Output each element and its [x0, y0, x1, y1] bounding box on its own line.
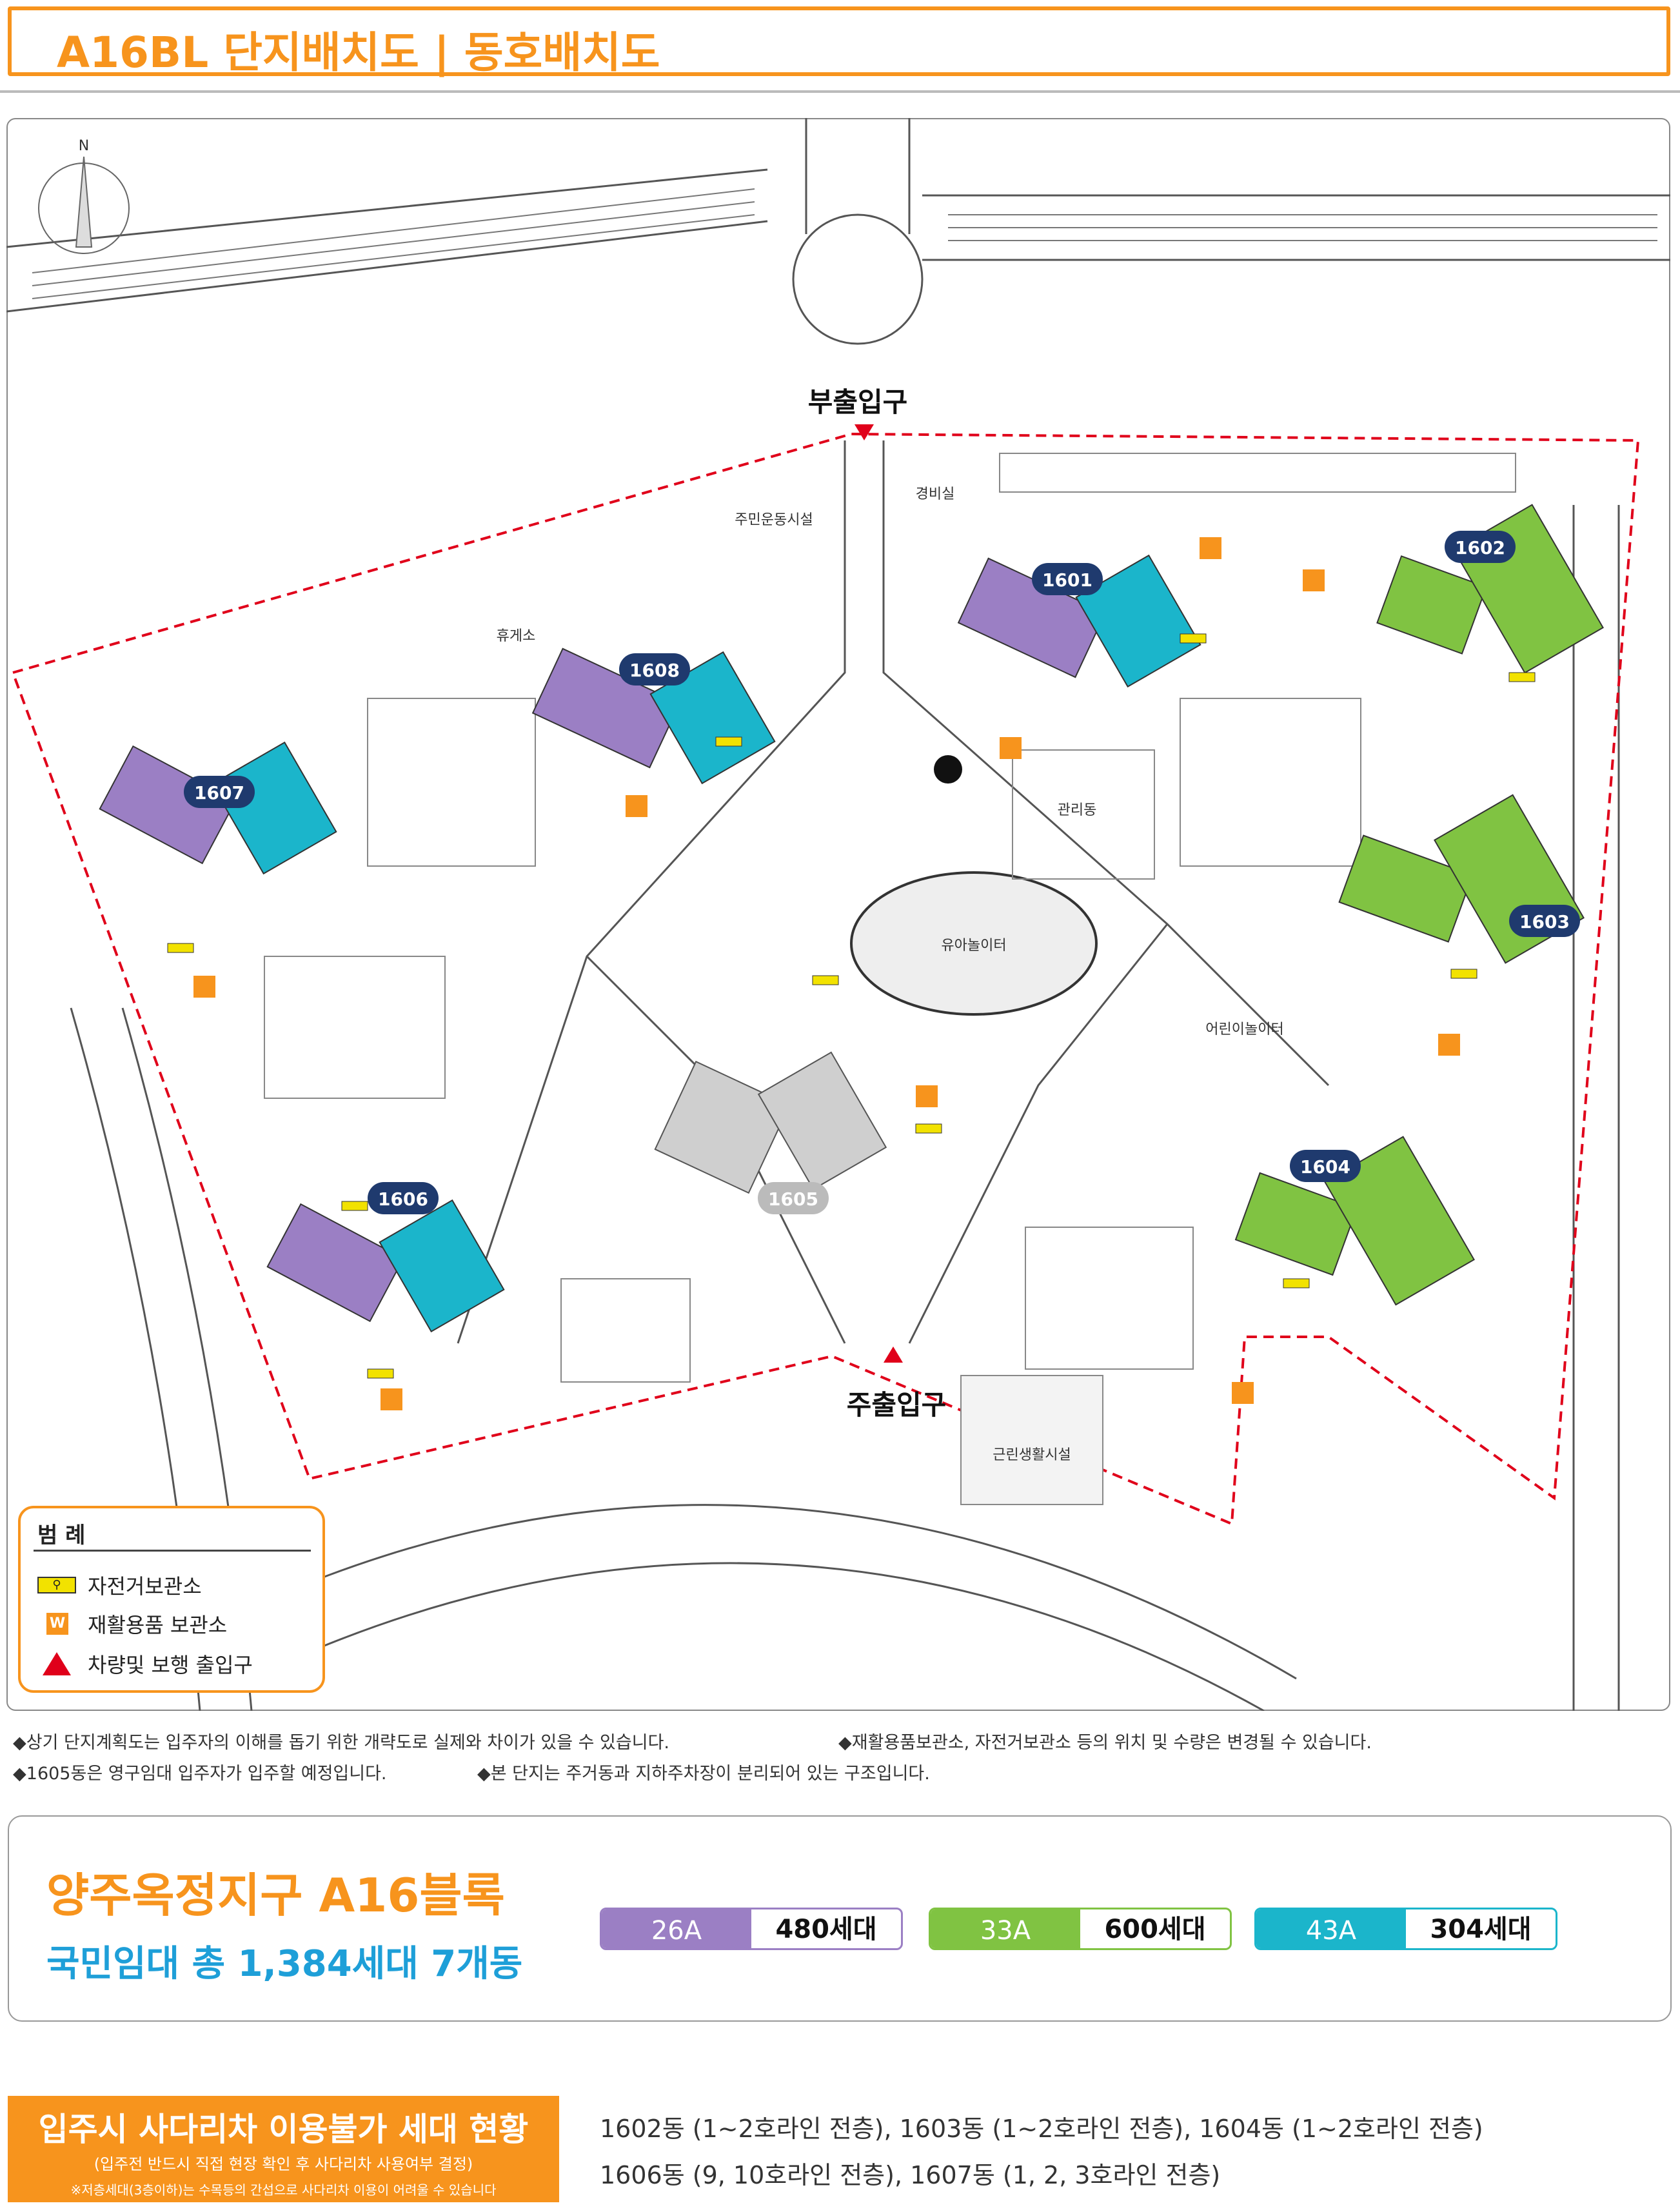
secondary-entrance-marker	[855, 424, 874, 440]
facility-labels: 주민운동시설 휴게소 경비실 유아놀이터 어린이놀이터 근린생활시설 관리동	[497, 486, 1284, 1463]
recycling-storage-markers	[193, 537, 1460, 1410]
facility-neighborhood-shops: 근린생활시설	[993, 1447, 1071, 1463]
label-pill-1608	[619, 653, 690, 686]
main-entrance-label: 주출입구	[847, 1389, 947, 1421]
unit-33a: 33A 600세대	[929, 1908, 1232, 1950]
unit-count-26a: 480세대	[751, 1909, 901, 1948]
building-1603	[1338, 794, 1585, 964]
summary-subtitle: 국민임대 총 1,384세대 7개동	[46, 1943, 523, 1985]
surrounding-roads	[6, 118, 1670, 1711]
building-labels: 1601 1602 1603 1604 1605 1606 1607 1608	[184, 531, 1580, 1214]
label-pill-1605	[758, 1182, 829, 1214]
compass-north-label: N	[79, 138, 89, 154]
building-1604	[1234, 1136, 1475, 1306]
note-3: ◆1605동은 영구임대 입주자가 입주할 예정입니다.	[13, 1764, 387, 1784]
facility-management-building: 관리동	[1058, 802, 1097, 818]
label-pill-1602	[1445, 531, 1516, 563]
facility-kids-playground: 어린이놀이터	[1205, 1021, 1283, 1038]
legend-label-bicycle: 자전거보관소	[88, 1574, 202, 1599]
bicycle-storage-markers	[167, 633, 1536, 1379]
compass-icon: N	[38, 138, 130, 254]
legend-item-bicycle: ⚲ 자전거보관소	[37, 1570, 202, 1600]
building-label-1605: 1605	[768, 1189, 818, 1210]
road-stripes	[32, 188, 1657, 299]
building-1606	[266, 1199, 505, 1333]
recycling-storage-icon: W	[46, 1613, 68, 1635]
ladder-restriction-title: 입주시 사다리차 이용불가 세대 현황	[38, 2111, 529, 2148]
ladder-line-1: 1602동 (1~2호라인 전층), 1603동 (1~2호라인 전층), 16…	[600, 2115, 1483, 2143]
unit-type-33a: 33A	[931, 1909, 1080, 1948]
summary-title: 양주옥정지구 A16블록	[46, 1868, 505, 1922]
building-label-1604: 1604	[1300, 1156, 1350, 1178]
unit-43a: 43A 304세대	[1254, 1908, 1557, 1950]
parking-areas	[264, 453, 1516, 1505]
header-divider	[0, 90, 1680, 93]
central-playground	[850, 871, 1098, 1016]
secondary-entrance-label: 부출입구	[808, 386, 908, 418]
building-label-1608: 1608	[629, 660, 680, 681]
bicycle-storage-icon: ⚲	[37, 1577, 76, 1593]
ladder-line-2: 1606동 (9, 10호라인 전층), 1607동 (1, 2, 3호라인 전…	[600, 2161, 1221, 2189]
unit-type-26a: 26A	[602, 1909, 751, 1948]
ladder-restriction-panel	[8, 2096, 559, 2202]
unit-type-43a: 43A	[1256, 1909, 1406, 1948]
label-pill-1607	[184, 776, 255, 808]
building-1607	[99, 741, 337, 875]
facility-toddler-playground: 유아놀이터	[941, 938, 1006, 954]
label-pill-1604	[1290, 1150, 1361, 1182]
building-label-1603: 1603	[1519, 911, 1570, 932]
building-label-1602: 1602	[1455, 537, 1505, 558]
legend-label-recycle: 재활용품 보관소	[88, 1613, 228, 1637]
building-label-1606: 1606	[378, 1189, 428, 1210]
label-pill-1603	[1509, 905, 1580, 937]
page-title: A16BL 단지배치도 | 동호배치도	[57, 28, 660, 77]
legend-title: 범 례	[37, 1523, 86, 1548]
building-label-1601: 1601	[1042, 569, 1092, 591]
note-1: ◆상기 단지계획도는 입주자의 이해를 돕기 위한 개략도로 실제와 차이가 있…	[13, 1733, 669, 1753]
page-header: A16BL 단지배치도 | 동호배치도	[8, 6, 1670, 77]
note-4: ◆본 단지는 주거동과 지하주차장이 분리되어 있는 구조입니다.	[477, 1764, 930, 1784]
unit-26a: 26A 480세대	[600, 1908, 903, 1950]
summary-panel	[8, 1815, 1672, 2022]
site-plan-map: 1601 1602 1603 1604 1605 1606 1607 1608 …	[6, 118, 1670, 1711]
site-plan-frame	[6, 118, 1670, 1711]
facility-rest-area-1: 휴게소	[497, 628, 536, 644]
building-1605	[654, 1051, 887, 1194]
main-entrance-marker	[884, 1347, 903, 1363]
label-pill-1601	[1032, 563, 1103, 595]
map-legend: 범 례 ⚲ 자전거보관소 W 재활용품 보관소 차량및 보행 출입구	[18, 1506, 325, 1693]
legend-divider	[34, 1550, 311, 1552]
building-label-1607: 1607	[194, 782, 244, 804]
site-boundary	[11, 432, 1640, 1526]
note-2: ◆재활용품보관소, 자전거보관소 등의 위치 및 수량은 변경될 수 있습니다.	[838, 1733, 1372, 1753]
ladder-restriction-note: ※저층세대(3층이하)는 수목등의 간섭으로 사다리차 이용이 어려울 수 있습…	[70, 2182, 497, 2198]
legend-label-entrance: 차량및 보행 출입구	[88, 1653, 253, 1677]
intersection	[792, 213, 924, 345]
entrance-triangle-icon	[43, 1652, 71, 1675]
central-fountain-icon	[934, 755, 962, 784]
ladder-restriction-subtitle: (입주전 반드시 직접 현장 확인 후 사다리차 사용여부 결정)	[94, 2155, 473, 2173]
facility-guardhouse-1: 경비실	[916, 486, 955, 502]
facility-fitness-1: 주민운동시설	[735, 512, 813, 528]
legend-item-entrance: 차량및 보행 출입구	[37, 1649, 253, 1679]
unit-count-33a: 600세대	[1080, 1909, 1230, 1948]
label-pill-1606	[368, 1182, 439, 1214]
unit-count-43a: 304세대	[1406, 1909, 1556, 1948]
legend-item-recycle: W 재활용품 보관소	[37, 1609, 227, 1639]
building-1602	[1376, 504, 1604, 674]
